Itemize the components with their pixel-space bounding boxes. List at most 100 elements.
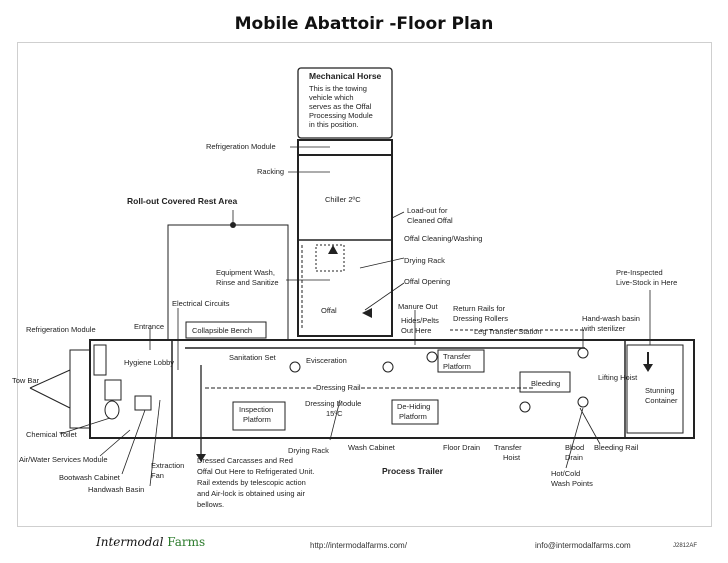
leader-chemical [59,417,111,435]
transfer-platform-box [437,349,485,373]
label-drying-rack-bottom: Drying Rack [288,446,329,455]
label-hides-pelts-2: Out Here [401,326,432,335]
station-1 [289,361,301,373]
hygiene-fixture-1 [104,379,122,401]
label-transfer-hoist-2: Hoist [503,453,521,462]
label-air-water: Air/Water Services Module [19,455,108,464]
label-refrigeration-module-top: Refrigeration Module [206,142,276,151]
label-evisceration: Evisceration [306,356,347,366]
rest-area-outline [167,224,289,340]
label-dehiding-1: De-Hiding [397,402,431,411]
mechanical-horse-cab [297,67,393,139]
label-dressing-rail: Dressing Rail [316,383,361,393]
label-blood-drain-2: Drain [565,453,583,462]
label-rest-area: Roll-out Covered Rest Area [127,196,238,206]
station-3 [426,351,438,363]
label-offal: Offal [321,306,337,315]
label-transfer-platform-1: Transfer [443,352,471,361]
label-stunning-1: Stunning [645,386,675,395]
leader-air-water [99,429,131,457]
footer-url[interactable]: http://intermodalfarms.com/ [310,541,407,550]
page-title: Mobile Abattoir -Floor Plan [234,14,494,34]
offal-module-outline [297,139,393,337]
dehiding-platform-box [391,399,439,425]
leader-bleeding-rail [579,407,601,445]
bleeding-box [519,371,571,393]
collapsible-bench [185,321,267,339]
mechanical-horse-note-5: in this position. [309,120,359,129]
station-2 [382,361,394,373]
label-entrance: Entrance [134,322,165,331]
label-floor-drain: Floor Drain [443,443,481,452]
label-dehiding-2: Platform [399,412,427,421]
leader-loadout [391,211,405,219]
label-hygiene-lobby: Hygiene Lobby [124,358,175,367]
label-bleeding: Bleeding [531,379,561,388]
label-dressed-carcasses-4: and Air-lock is obtained using air [197,489,305,498]
label-chiller: Chiller 2ºC [325,195,361,204]
label-blood-drain-1: Blood [565,443,585,452]
load-out-arrow [362,308,372,318]
fan-arrow [196,454,206,462]
stunning-container-box [626,344,684,434]
tow-bar-lower [29,387,71,409]
logo-word-2: Farms [167,535,206,549]
label-process-trailer: Process Trailer [382,466,443,476]
label-sanitation-set: Sanitation Set [229,353,276,363]
label-equipment-wash-2: Rinse and Sanitize [216,278,279,287]
label-loadout-1: Load-out for [407,206,448,215]
label-inspection-platform-1: Inspection [239,405,274,414]
label-return-rails-2: Dressing Rollers [453,314,509,323]
label-manure-out: Manure Out [398,302,438,311]
station-6 [519,401,531,413]
offal-door [315,244,345,272]
tow-bar [29,369,71,389]
mechanical-horse-note-4: Processing Module [309,111,373,120]
logo-word-1: Intermodal [96,535,164,549]
mechanical-horse-heading: Mechanical Horse [309,71,382,81]
lobby-door [93,344,107,376]
label-return-rails-1: Return Rails for [453,304,506,313]
label-dressed-carcasses-5: bellows. [197,500,225,509]
label-dressed-carcasses-3: Rail extends by telescopic action [197,478,306,487]
label-offal-opening: Offal Opening [404,277,451,286]
label-chemical-toilet: Chemical Toilet [26,430,77,439]
leader-bootwash [121,409,146,475]
refrigeration-module-block [69,349,91,429]
chiller-arrow [328,245,338,254]
label-offal-washing: Offal Cleaning/Washing [404,234,483,243]
bootwash-fixture [134,395,152,411]
station-5 [577,396,589,408]
intermodal-farms-logo: Intermodal Farms [96,535,205,549]
label-tow-bar: Tow Bar [12,376,40,385]
label-racking: Racking [257,167,285,176]
label-drying-rack-top: Drying Rack [404,256,445,265]
leader-hot-cold [565,407,584,469]
label-pre-inspected-1: Pre-Inspected [616,268,663,277]
toilet-fixture [104,400,120,420]
label-dressed-carcasses-1: Dressed Carcasses and Red [197,456,293,465]
label-stunning-2: Container [645,396,678,405]
footer-code: J2812AF [673,543,698,549]
station-4 [577,347,589,359]
label-bootwash: Bootwash Cabinet [59,473,120,482]
mechanical-horse-note-3: serves as the Offal [309,102,372,111]
label-refrigeration-module-left: Refrigeration Module [26,325,96,334]
label-hot-cold-1: Hot/Cold [551,469,581,478]
label-wash-cabinet: Wash Cabinet [348,443,395,452]
label-hand-wash-1: Hand-wash basin [582,314,640,323]
label-extraction-fan-2: Fan [151,471,164,480]
label-lifting-hoist: Lifting Hoist [598,373,638,382]
label-hides-pelts-1: Hides/Pelts [401,316,439,325]
footer-email[interactable]: info@intermodalfarms.com [535,541,631,550]
label-pre-inspected-2: Live-Stock in Here [616,278,678,287]
label-extraction-fan-1: Extraction [151,461,185,470]
leader-drying-bottom [329,399,341,441]
label-transfer-hoist-1: Transfer [494,443,522,452]
label-hand-wash-2: with sterilizer [582,324,626,333]
label-inspection-platform-2: Platform [243,415,271,424]
mechanical-horse-note-1: This is the towing [309,84,367,93]
drawing-sheet [17,42,712,527]
label-hot-cold-2: Wash Points [551,479,593,488]
